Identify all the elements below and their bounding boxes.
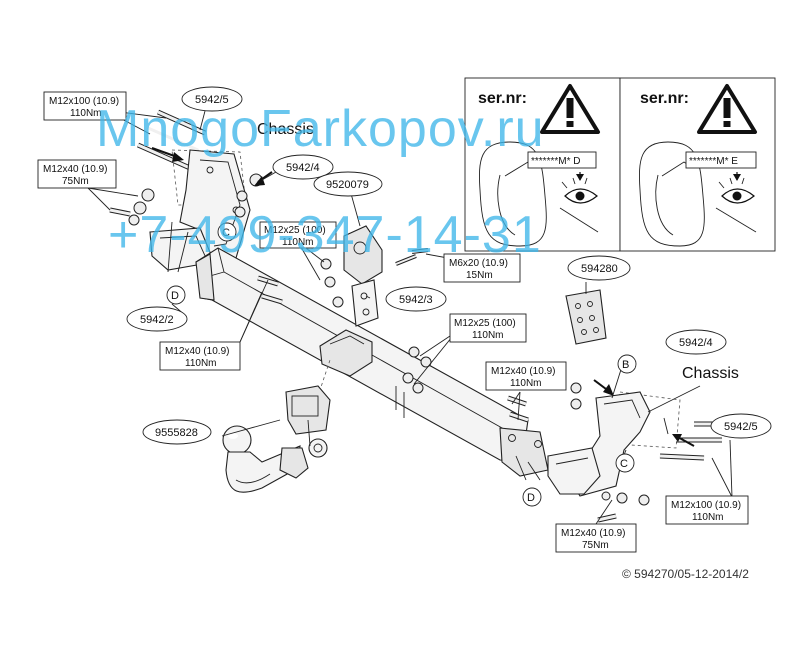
svg-text:75Nm: 75Nm xyxy=(582,540,609,551)
socket-bracket-assembly xyxy=(320,225,429,327)
svg-text:15Nm: 15Nm xyxy=(466,270,493,281)
letter-b: B xyxy=(617,354,637,374)
copyright-text: © 594270/05-12-2014/2 xyxy=(622,567,749,581)
svg-text:C: C xyxy=(620,458,628,470)
spec-m12x40-right: M12x40 (10.9) 110Nm xyxy=(485,361,567,391)
svg-text:75Nm: 75Nm xyxy=(62,176,89,187)
svg-text:M6x20 (10.9): M6x20 (10.9) xyxy=(449,258,508,269)
ref-9520079: 9520079 xyxy=(313,171,383,197)
svg-text:M12x40 (10.9): M12x40 (10.9) xyxy=(43,164,107,175)
spec-m6x20: M6x20 (10.9) 15Nm xyxy=(443,253,521,283)
warning-icon xyxy=(697,84,757,134)
svg-text:D: D xyxy=(527,492,535,504)
svg-text:5942/2: 5942/2 xyxy=(140,314,174,326)
svg-text:M12x100 (10.9): M12x100 (10.9) xyxy=(49,96,119,107)
svg-text:M12x100 (10.9): M12x100 (10.9) xyxy=(671,500,741,511)
letter-d-right: D xyxy=(522,487,542,507)
svg-text:5942/4: 5942/4 xyxy=(679,337,713,349)
svg-text:110Nm: 110Nm xyxy=(282,237,314,248)
svg-text:5942/5: 5942/5 xyxy=(724,421,758,433)
svg-text:9520079: 9520079 xyxy=(326,179,369,191)
spec-m12x40-beam: M12x40 (10.9) 110Nm xyxy=(159,341,241,371)
svg-text:M12x40 (10.9): M12x40 (10.9) xyxy=(561,528,625,539)
spec-m12x40-bottom: M12x40 (10.9) 75Nm xyxy=(555,523,637,553)
spec-m12x25-top: M12x25 (100) 110Nm xyxy=(259,221,337,249)
svg-text:M12x40 (10.9): M12x40 (10.9) xyxy=(491,366,555,377)
spec-m12x25-mid: M12x25 (100) 110Nm xyxy=(449,313,527,343)
svg-text:110Nm: 110Nm xyxy=(510,378,542,389)
spec-m12x40-left: M12x40 (10.9) 75Nm xyxy=(37,159,117,189)
tow-ball-assembly xyxy=(222,385,331,493)
warning-icon xyxy=(540,84,600,134)
sernr-panel-d: ser.nr: *******M* D xyxy=(464,77,621,252)
svg-text:B: B xyxy=(622,359,629,371)
sernr-code-d: *******M* D xyxy=(531,156,580,167)
ref-5942-2: 5942/2 xyxy=(126,306,188,332)
beam-bolts-mid xyxy=(402,346,432,394)
svg-text:9555828: 9555828 xyxy=(155,427,198,439)
ref-594280: 594280 xyxy=(567,255,631,281)
svg-text:5942/3: 5942/3 xyxy=(399,294,433,306)
ref-5942-4-right: 5942/4 xyxy=(665,329,727,355)
svg-text:110Nm: 110Nm xyxy=(185,358,217,369)
ref-5942-4-left: 5942/4 xyxy=(272,154,334,180)
svg-text:D: D xyxy=(171,290,179,302)
spec-m12x100-left: M12x100 (10.9) 110Nm xyxy=(43,91,127,121)
watermark-phone: +7-499-347-14-31 xyxy=(108,206,542,264)
ref-5942-5-left: 5942/5 xyxy=(181,86,243,112)
letter-c-left: C xyxy=(217,222,237,242)
svg-text:M12x25 (100): M12x25 (100) xyxy=(264,225,326,236)
beam-bolts-right xyxy=(507,395,529,423)
plate-594280 xyxy=(565,289,607,345)
svg-text:C: C xyxy=(222,227,230,239)
chassis-label-left: Chassis xyxy=(257,121,314,138)
sernr-code-e: *******M* E xyxy=(689,156,738,167)
sernr-panel-e: ser.nr: *******M* E xyxy=(619,77,776,252)
eye-icon xyxy=(718,177,755,204)
sernr-title-e: ser.nr: xyxy=(640,90,689,107)
right-bracket-assembly xyxy=(547,379,738,523)
eye-icon xyxy=(561,177,598,204)
nuts-left xyxy=(109,173,263,226)
svg-text:594280: 594280 xyxy=(581,263,618,275)
watermark-site: MnogoFarkopov.ru xyxy=(96,100,545,158)
ref-5942-3: 5942/3 xyxy=(385,286,447,312)
svg-text:110Nm: 110Nm xyxy=(70,108,102,119)
svg-text:M12x40 (10.9): M12x40 (10.9) xyxy=(165,346,229,357)
letter-c-right: C xyxy=(615,453,635,473)
svg-text:110Nm: 110Nm xyxy=(472,330,504,341)
chassis-label-right: Chassis xyxy=(682,365,739,382)
svg-text:5942/5: 5942/5 xyxy=(195,94,229,106)
sernr-title-d: ser.nr: xyxy=(478,90,527,107)
long-bolts-left xyxy=(136,109,207,171)
letter-d-left: D xyxy=(166,285,186,305)
svg-text:M12x25 (100): M12x25 (100) xyxy=(454,318,516,329)
spec-m12x100-right: M12x100 (10.9) 110Nm xyxy=(665,495,749,525)
leader-lines xyxy=(87,110,733,525)
ref-9555828: 9555828 xyxy=(142,419,212,445)
svg-text:5942/4: 5942/4 xyxy=(286,162,320,174)
ref-5942-5-right: 5942/5 xyxy=(710,413,772,439)
svg-text:110Nm: 110Nm xyxy=(692,512,724,523)
